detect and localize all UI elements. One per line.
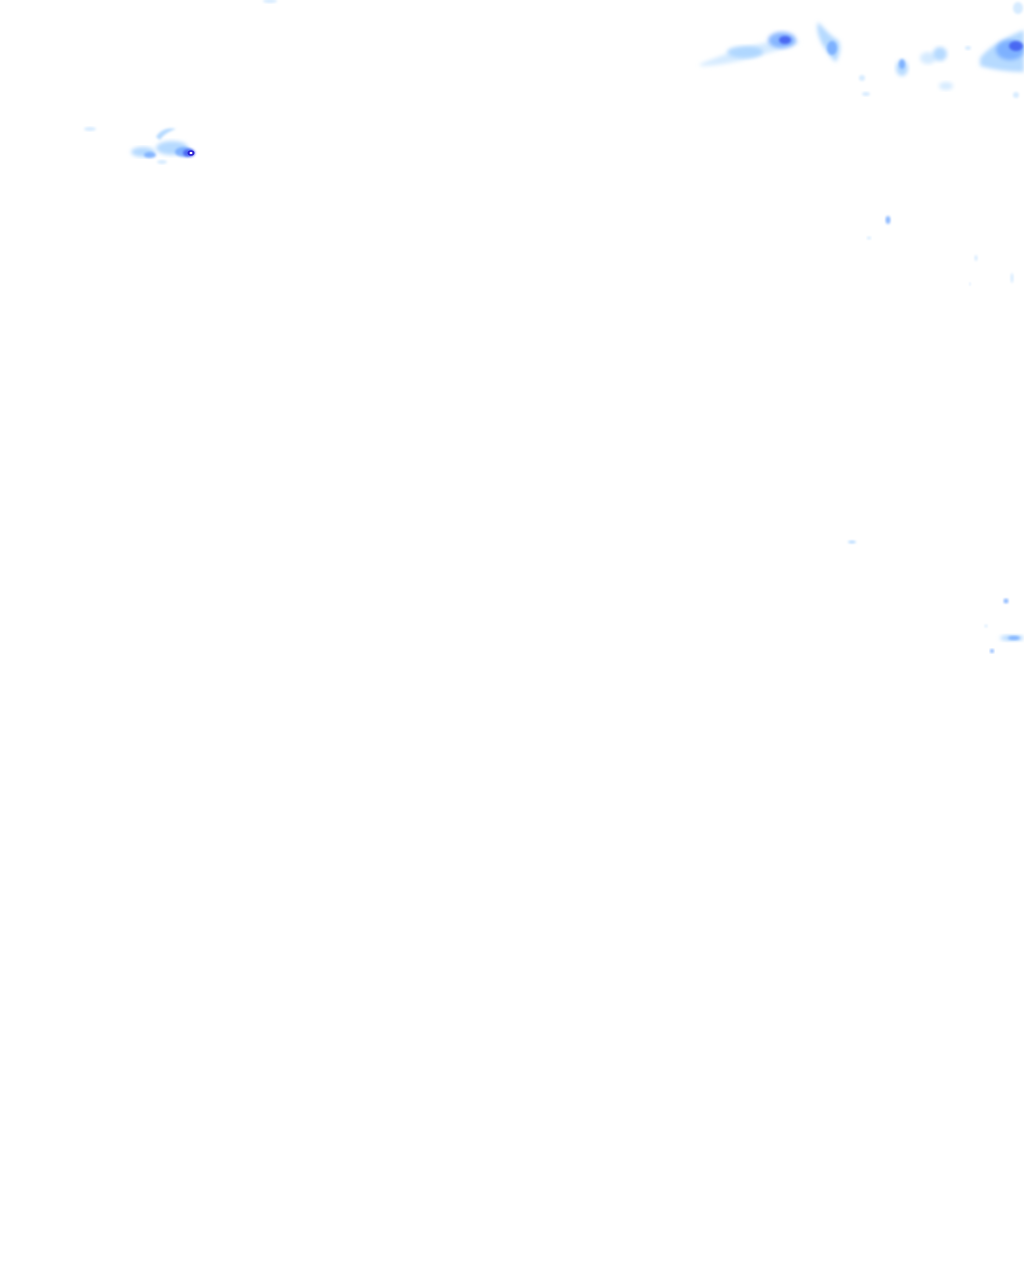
precip-band-northeast: [700, 2, 1024, 98]
precip-cells-east: [848, 216, 1024, 653]
precip-cell-top-center: [263, 0, 277, 3]
precip-cluster-west: [84, 127, 195, 164]
